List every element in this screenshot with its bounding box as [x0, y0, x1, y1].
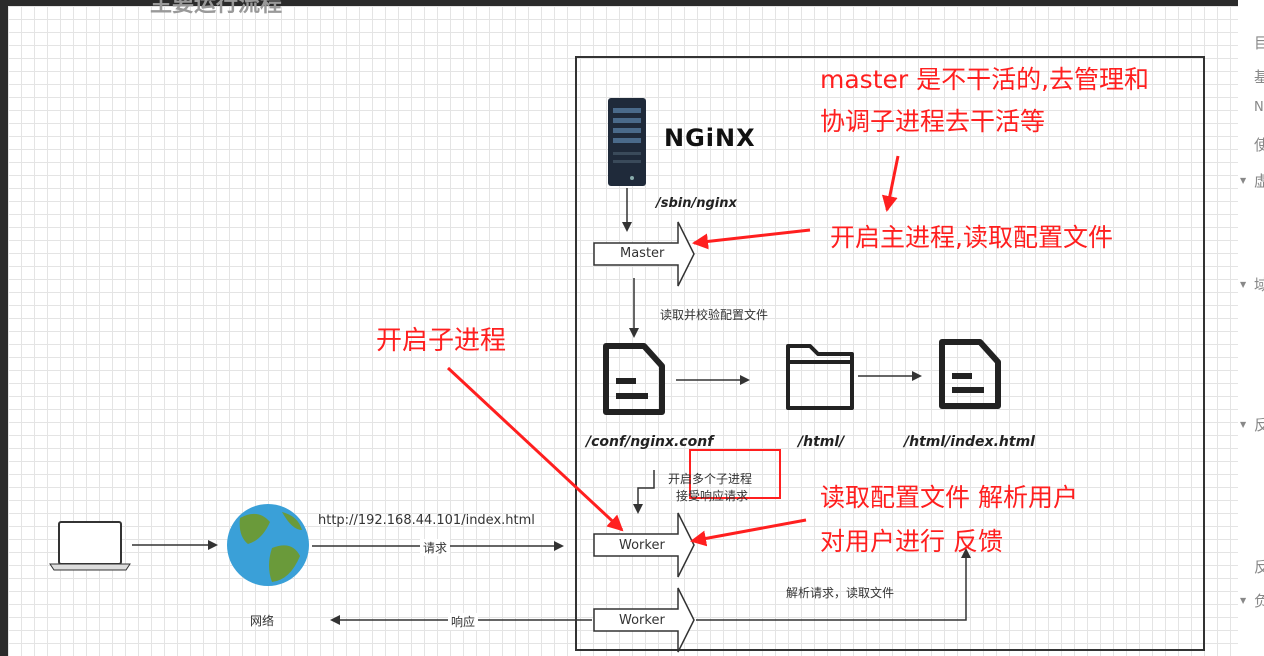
side-char: N [1254, 100, 1264, 115]
master-label: Master [620, 246, 665, 261]
network-label: 网络 [250, 614, 275, 628]
worker-note-line2: 对用户进行 反馈 [820, 527, 1003, 556]
globe-icon [227, 504, 309, 586]
server-frame [575, 56, 1205, 651]
worker-label-2: Worker [619, 613, 665, 628]
start-child-note: 开启子进程 [376, 326, 507, 356]
read-verify-label: 读取并校验配置文件 [660, 308, 769, 322]
conf-path-label: /conf/nginx.conf [586, 434, 714, 450]
laptop-icon [49, 521, 131, 571]
side-char: 基 [1254, 68, 1264, 86]
folder-icon [786, 344, 854, 410]
side-char: 使 [1254, 136, 1264, 154]
conf-file-icon [603, 343, 665, 415]
spawn-label-line1: 开启多个子进程 [668, 472, 753, 486]
side-char: 目 [1254, 34, 1264, 52]
html-index-label: /html/index.html [904, 434, 1035, 450]
collapse-arrow-icon[interactable]: ▼ [1240, 176, 1247, 185]
side-char: 反 [1254, 558, 1264, 576]
collapse-arrow-icon[interactable]: ▼ [1240, 596, 1247, 605]
collapse-arrow-icon[interactable]: ▼ [1240, 280, 1247, 289]
start-master-note: 开启主进程,读取配置文件 [830, 223, 1113, 252]
url-label: http://192.168.44.101/index.html [318, 513, 535, 528]
request-label: 请求 [420, 539, 451, 556]
nginx-logo: NGiNX [664, 124, 756, 152]
partial-title: 主要运行流程 [150, 0, 283, 17]
sbin-path-label: /sbin/nginx [656, 196, 737, 211]
server-icon [608, 98, 646, 186]
html-dir-label: /html/ [798, 434, 845, 450]
side-char: 虚 [1254, 172, 1264, 190]
response-label: 响应 [448, 613, 479, 630]
worker-arrow-shape-1 [593, 512, 695, 578]
side-char: 反 [1254, 416, 1264, 434]
collapse-arrow-icon[interactable]: ▼ [1240, 420, 1247, 429]
parse-label: 解析请求，读取文件 [786, 586, 895, 600]
highlight-box [689, 449, 781, 499]
worker-note-line1: 读取配置文件 解析用户 [820, 483, 1078, 512]
side-panel [1238, 0, 1264, 656]
side-char: 负 [1254, 592, 1264, 610]
master-arrow-shape [593, 221, 695, 287]
master-note-line2: 协调子进程去干活等 [820, 107, 1046, 136]
worker-label-1: Worker [619, 538, 665, 553]
worker-arrow-shape-2 [593, 587, 695, 653]
spawn-label-line2: 接受响应请求 [676, 489, 749, 503]
master-note-line1: master 是不干活的,去管理和 [820, 65, 1150, 94]
index-file-icon [939, 339, 1001, 409]
side-char: 域 [1254, 276, 1264, 294]
